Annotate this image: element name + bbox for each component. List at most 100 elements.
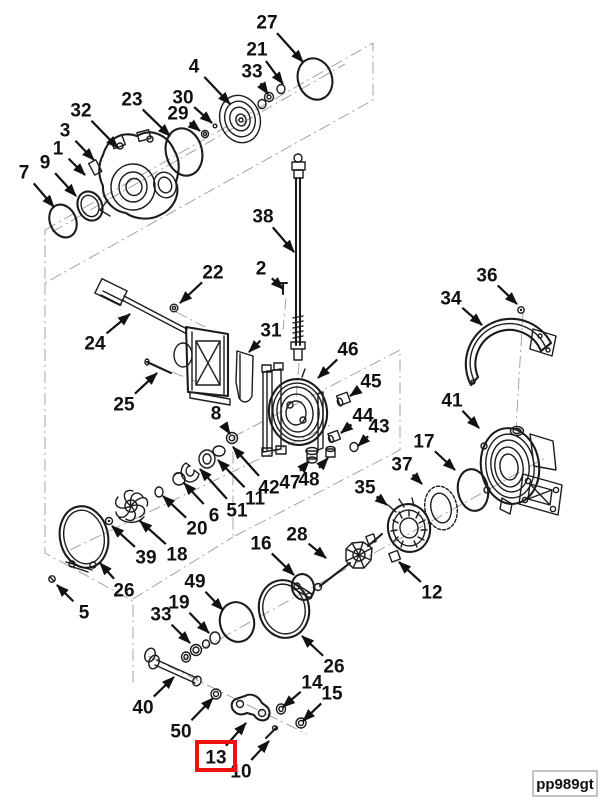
callout-25[interactable]: 25: [113, 372, 158, 416]
callout-3[interactable]: 3: [60, 121, 95, 161]
callout-42[interactable]: 42: [232, 446, 280, 499]
callout-41[interactable]: 41: [441, 391, 480, 429]
callout-17[interactable]: 17: [413, 432, 456, 471]
part-washer-33-21-group: [257, 83, 286, 110]
callout-45[interactable]: 45: [349, 372, 382, 397]
callout-27[interactable]: 27: [256, 13, 304, 63]
callout-28[interactable]: 28: [286, 525, 327, 559]
callout-36[interactable]: 36: [476, 266, 518, 305]
callout-9[interactable]: 9: [40, 153, 77, 197]
callout-49[interactable]: 49: [184, 572, 224, 611]
callout-38[interactable]: 38: [252, 207, 295, 253]
callout-22[interactable]: 22: [179, 263, 224, 304]
callout-15[interactable]: 15: [302, 684, 343, 722]
svg-text:9: 9: [40, 153, 51, 174]
callout-39[interactable]: 39: [111, 525, 157, 569]
highlight-box: [195, 740, 237, 772]
callout-33[interactable]: 33: [150, 605, 191, 644]
callout-4[interactable]: 4: [189, 57, 231, 105]
svg-text:1: 1: [53, 139, 64, 160]
callout-24[interactable]: 24: [84, 313, 131, 355]
callout-31[interactable]: 31: [248, 321, 282, 353]
part-46-bearing-housing: [261, 362, 329, 464]
callout-26[interactable]: 26: [301, 635, 345, 678]
svg-text:33: 33: [241, 62, 262, 83]
part-11-bearing: [198, 449, 216, 469]
svg-text:26: 26: [113, 581, 134, 602]
callout-12[interactable]: 12: [398, 561, 443, 604]
svg-text:51: 51: [226, 501, 248, 522]
callout-1[interactable]: 1: [53, 139, 86, 176]
callout-19[interactable]: 19: [168, 593, 210, 634]
svg-text:7: 7: [19, 163, 30, 184]
svg-text:11: 11: [245, 489, 266, 510]
callout-8[interactable]: 8: [211, 404, 231, 435]
callout-18[interactable]: 18: [139, 520, 188, 566]
svg-text:32: 32: [70, 101, 91, 122]
callout-20[interactable]: 20: [162, 495, 208, 540]
svg-text:46: 46: [337, 340, 358, 361]
part-51-thrust-shell: [180, 462, 200, 483]
svg-text:4: 4: [189, 57, 200, 78]
callout-5[interactable]: 5: [56, 584, 90, 624]
svg-text:20: 20: [186, 519, 207, 540]
svg-text:41: 41: [441, 391, 463, 412]
callout-48[interactable]: 48: [298, 457, 329, 491]
svg-text:34: 34: [440, 289, 462, 310]
svg-text:13: 13: [205, 748, 226, 769]
svg-text:40: 40: [132, 698, 153, 719]
callout-40[interactable]: 40: [132, 676, 175, 719]
callout-29[interactable]: 29: [167, 104, 201, 132]
svg-text:48: 48: [298, 470, 319, 491]
callout-50[interactable]: 50: [170, 697, 214, 743]
callout-21[interactable]: 21: [246, 40, 284, 85]
callout-23[interactable]: 23: [121, 90, 171, 137]
callout-46[interactable]: 46: [317, 340, 359, 379]
svg-text:24: 24: [84, 334, 106, 355]
part-44-bushing: [327, 429, 342, 444]
svg-text:23: 23: [121, 90, 142, 111]
callout-33[interactable]: 33: [241, 62, 269, 95]
part-50-nut: [210, 688, 222, 700]
part-5-screw: [48, 575, 56, 583]
svg-text:14: 14: [301, 673, 323, 694]
svg-text:37: 37: [391, 455, 412, 476]
part-24-actuator: [94, 277, 231, 406]
callout-26[interactable]: 26: [99, 562, 135, 602]
svg-text:36: 36: [476, 266, 497, 287]
svg-text:28: 28: [286, 525, 307, 546]
svg-text:16: 16: [250, 534, 271, 555]
callout-35[interactable]: 35: [354, 478, 388, 506]
callout-51[interactable]: 51: [199, 468, 248, 522]
part-29-nut: [200, 129, 210, 139]
callout-30[interactable]: 30: [172, 88, 213, 124]
part-22-screw: [169, 303, 179, 313]
part-14-washer: [275, 703, 287, 715]
callout-11[interactable]: 11: [217, 459, 266, 510]
callout-37[interactable]: 37: [391, 455, 423, 485]
callout-43[interactable]: 43: [357, 417, 390, 447]
part-31-gasket: [235, 350, 254, 403]
callout-6[interactable]: 6: [183, 482, 219, 527]
part-8-nut: [225, 431, 239, 445]
part-23-oring: [164, 127, 204, 177]
part-18-impeller: [114, 489, 149, 524]
callout-7[interactable]: 7: [19, 163, 55, 208]
part-12-nut: [365, 533, 402, 563]
svg-text:22: 22: [202, 263, 223, 284]
svg-text:43: 43: [368, 417, 389, 438]
callout-2[interactable]: 2: [256, 259, 284, 290]
callout-32[interactable]: 32: [70, 101, 119, 149]
part-45-bushing: [335, 391, 352, 407]
callout-34[interactable]: 34: [440, 289, 483, 326]
callout-14[interactable]: 14: [282, 673, 323, 708]
part-10-pin: [264, 725, 279, 740]
callout-16[interactable]: 16: [250, 534, 295, 576]
svg-text:5: 5: [79, 603, 90, 624]
callout-47[interactable]: 47: [279, 460, 310, 494]
callout-44[interactable]: 44: [340, 406, 374, 434]
svg-text:50: 50: [170, 722, 191, 743]
svg-text:19: 19: [168, 593, 189, 614]
